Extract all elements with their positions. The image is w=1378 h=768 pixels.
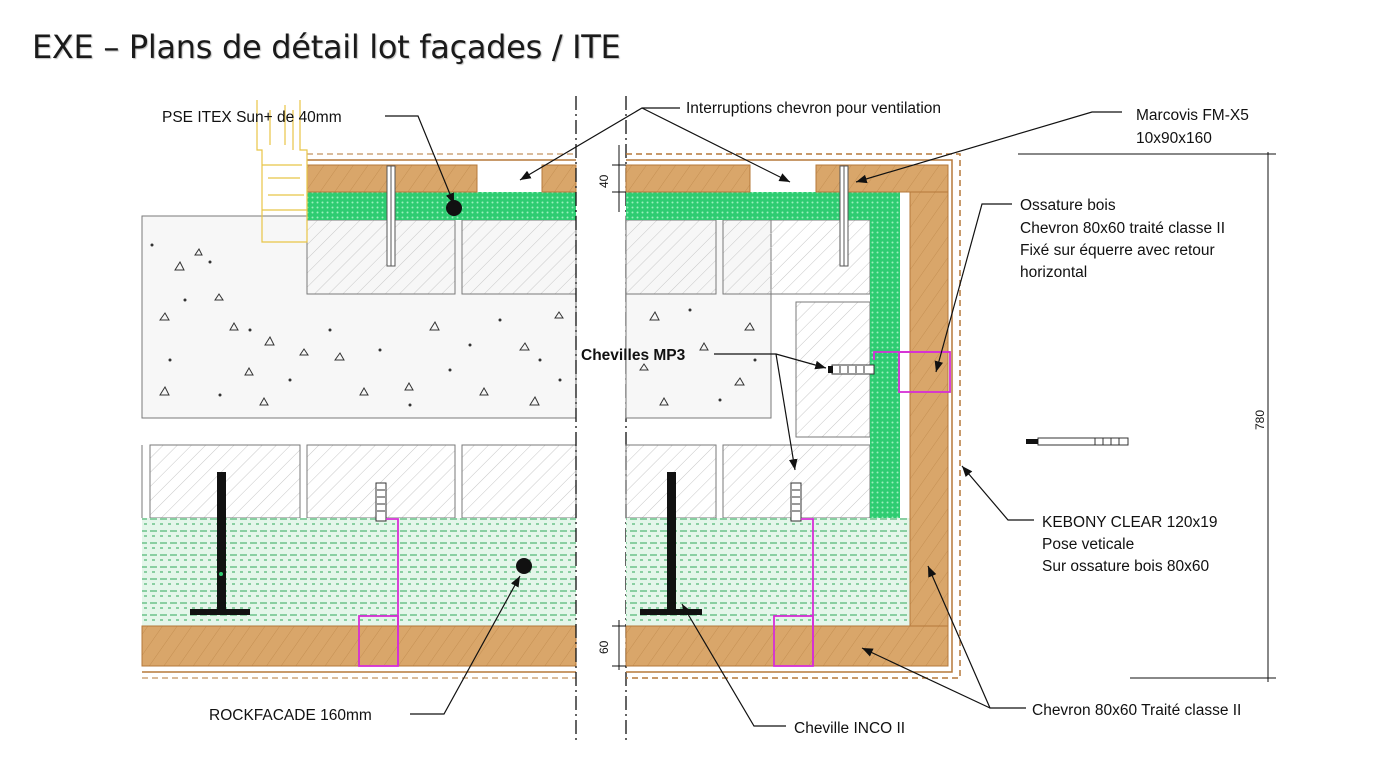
- label-marcovis-2: 10x90x160: [1136, 130, 1212, 147]
- block-top-2: [461, 219, 577, 295]
- screw-top-right: [839, 165, 849, 267]
- label-ossature-3: Fixé sur équerre avec retour: [1020, 242, 1215, 259]
- screw-top-left: [386, 165, 396, 267]
- leader-pse: [385, 115, 455, 205]
- batten-top-left-2: [541, 164, 577, 193]
- leader-lines: [385, 107, 1122, 727]
- dim-bottom-60: 60: [597, 640, 611, 654]
- label-marcovis-1: Marcovis FM-X5: [1136, 107, 1249, 124]
- block-top-r1: [625, 219, 717, 295]
- label-inco: Cheville INCO II: [794, 720, 905, 737]
- block-top-1: [306, 219, 456, 295]
- chevron-vertical-right: [909, 191, 949, 627]
- label-rockfacade: ROCKFACADE 160mm: [209, 707, 372, 724]
- rail-anchor-left: [190, 472, 250, 615]
- leader-kebony: [961, 465, 1034, 521]
- slide-title: EXE – Plans de détail lot façades / ITE: [32, 28, 621, 66]
- batten-top-right-1: [625, 164, 751, 193]
- bracket-right-bottom: [773, 518, 814, 667]
- bolt-right: [790, 482, 802, 522]
- label-ossature-1: Ossature bois: [1020, 197, 1116, 214]
- label-chevron-bottom: Chevron 80x60 Traité classe II: [1032, 702, 1241, 719]
- dimensions: [612, 145, 1276, 682]
- marker-pse: [446, 200, 462, 216]
- label-kebony-3: Sur ossature bois 80x60: [1042, 558, 1210, 575]
- right-panel: [625, 153, 1129, 679]
- pse-layer-right-top: [626, 192, 900, 220]
- leader-inco: [681, 603, 786, 727]
- dim-height-780: 780: [1253, 410, 1267, 430]
- pse-profile-yellow: [256, 100, 308, 243]
- bracket-left: [358, 518, 399, 667]
- label-interruptions: Interruptions chevron pour ventilation: [686, 100, 941, 117]
- leader-rockfacade: [410, 575, 521, 715]
- label-pse: PSE ITEX Sun+ de 40mm: [162, 109, 342, 126]
- label-chevilles-mp3: Chevilles MP3: [581, 347, 686, 364]
- block-low-3: [461, 444, 577, 519]
- left-panel: [141, 100, 577, 679]
- concrete-aggregate-left: [159, 248, 564, 406]
- batten-bottom-right: [625, 625, 949, 667]
- leader-marcovis: [855, 111, 1122, 184]
- label-ossature-2: Chevron 80x60 traité classe II: [1020, 220, 1225, 237]
- label-ossature-4: horizontal: [1020, 264, 1087, 281]
- leader-mp3-2: [775, 353, 798, 471]
- rockfacade-left: [142, 518, 576, 626]
- leader-interruption-2: [641, 107, 791, 183]
- pse-layer-left: [307, 192, 576, 220]
- dowel-mp3: [828, 364, 875, 375]
- bolt-left: [375, 482, 387, 522]
- leader-ossature: [934, 203, 1012, 373]
- anchor-detail-icon: [1026, 437, 1129, 446]
- leader-chevron-2: [861, 647, 991, 709]
- kebony-cladding: [626, 153, 961, 679]
- bracket-right-top: [873, 351, 951, 393]
- label-kebony-2: Pose veticale: [1042, 536, 1134, 553]
- batten-top-right-2: [815, 164, 949, 193]
- dim-top-40: 40: [597, 174, 611, 188]
- marker-rockfacade: [516, 558, 532, 574]
- pse-layer-right-side: [870, 192, 900, 518]
- rail-anchor-right: [640, 472, 702, 615]
- label-kebony-1: KEBONY CLEAR 120x19: [1042, 514, 1217, 531]
